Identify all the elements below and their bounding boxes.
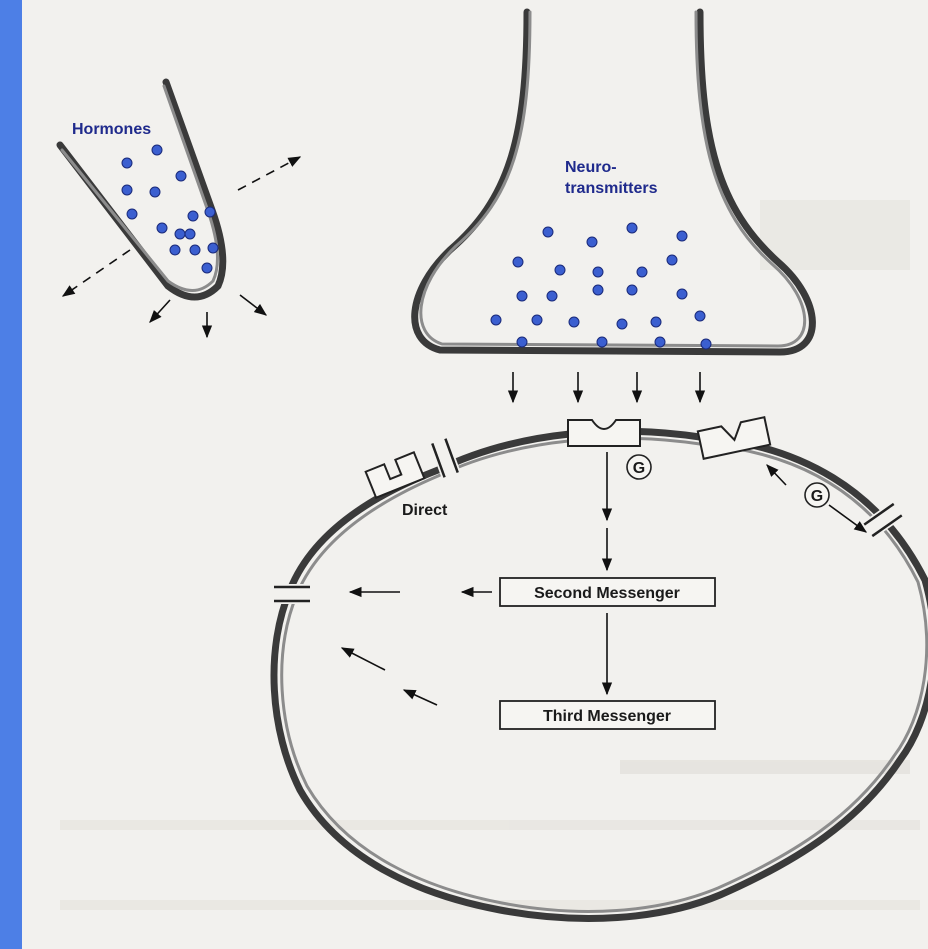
endocrine-cell <box>60 82 223 297</box>
neurotransmitter-molecule <box>547 291 557 301</box>
neurotransmitter-molecule <box>627 223 637 233</box>
hormone-molecule <box>122 185 132 195</box>
messenger-arrow <box>404 690 437 705</box>
hormone-arrow <box>63 250 130 296</box>
neurotransmitters-label-line2: transmitters <box>565 180 658 197</box>
neurotransmitter-molecule <box>517 337 527 347</box>
background-texture <box>60 200 920 910</box>
neurotransmitter-molecule <box>695 311 705 321</box>
hormone-molecule <box>170 245 180 255</box>
hormone-molecules <box>122 145 218 273</box>
neurotransmitters-label-line1: Neuro- <box>565 159 617 176</box>
receptor-direct <box>366 452 425 497</box>
g-protein-arrow <box>829 505 866 532</box>
neurotransmitter-molecule <box>597 337 607 347</box>
neurotransmitter-molecule <box>587 237 597 247</box>
hormone-molecule <box>150 187 160 197</box>
g-protein-arrow <box>767 465 786 485</box>
neurotransmitter-molecule <box>701 339 711 349</box>
neurotransmitter-molecule <box>593 285 603 295</box>
signaling-diagram: G G Second Messenger Third Messenger <box>22 0 928 949</box>
hormone-molecule <box>208 243 218 253</box>
g-protein-right: G <box>805 483 829 507</box>
hormone-arrow <box>150 300 170 322</box>
hormones-label: Hormones <box>72 121 151 138</box>
receptor-center <box>568 420 640 446</box>
neurotransmitter-molecule <box>593 267 603 277</box>
third-messenger-box: Third Messenger <box>500 701 715 729</box>
hormone-molecule <box>175 229 185 239</box>
neurotransmitter-molecule <box>617 319 627 329</box>
second-messenger-label: Second Messenger <box>534 585 680 602</box>
hormone-molecule <box>205 207 215 217</box>
neurotransmitter-molecule <box>677 289 687 299</box>
postsynaptic-cell <box>274 431 928 918</box>
neurotransmitter-molecule <box>513 257 523 267</box>
neurotransmitter-molecules <box>491 223 711 349</box>
neurotransmitter-molecule <box>651 317 661 327</box>
hormone-molecule <box>122 158 132 168</box>
hormone-arrow <box>240 295 266 315</box>
hormone-molecule <box>157 223 167 233</box>
neurotransmitter-molecule <box>655 337 665 347</box>
neurotransmitter-molecule <box>667 255 677 265</box>
neurotransmitter-molecule <box>637 267 647 277</box>
neurotransmitter-molecule <box>491 315 501 325</box>
hormone-molecule <box>176 171 186 181</box>
hormone-molecule <box>152 145 162 155</box>
neurotransmitter-molecule <box>677 231 687 241</box>
hormone-molecule <box>202 263 212 273</box>
third-messenger-label: Third Messenger <box>543 708 671 725</box>
neurotransmitter-molecule <box>569 317 579 327</box>
hormone-molecule <box>185 229 195 239</box>
hormone-molecule <box>190 245 200 255</box>
second-messenger-box: Second Messenger <box>500 578 715 606</box>
messenger-arrow <box>342 648 385 670</box>
ion-channel-left <box>274 584 310 604</box>
hormone-molecule <box>188 211 198 221</box>
neurotransmitter-molecule <box>517 291 527 301</box>
g-protein-center: G <box>627 455 651 479</box>
hormone-arrow <box>238 157 300 190</box>
g-protein-label: G <box>633 460 645 477</box>
hormone-molecule <box>127 209 137 219</box>
direct-label: Direct <box>402 502 448 519</box>
neurotransmitter-molecule <box>627 285 637 295</box>
neurotransmitter-molecule <box>543 227 553 237</box>
diagram-page: G G Second Messenger Third Messenger <box>22 0 928 949</box>
g-protein-label: G <box>811 488 823 505</box>
neurotransmitter-molecule <box>555 265 565 275</box>
neurotransmitter-molecule <box>532 315 542 325</box>
